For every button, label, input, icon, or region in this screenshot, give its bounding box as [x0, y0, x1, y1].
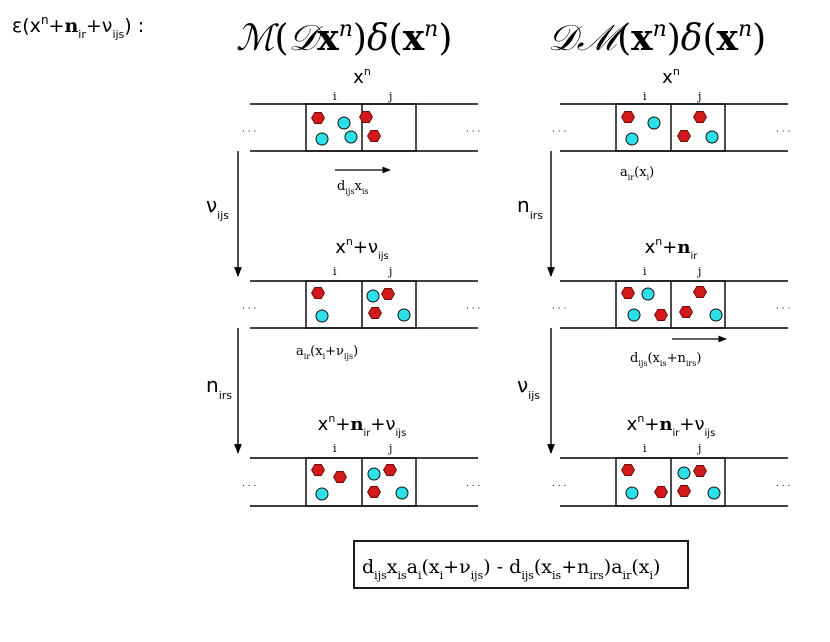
cyan-particle: [709, 308, 723, 322]
ellipsis-left: . . .: [552, 302, 566, 312]
cell-label-j: j: [387, 90, 392, 103]
right-column-title: 𝒟ℳ(xn)δ(xn): [548, 17, 766, 59]
cell-label-j: j: [696, 442, 701, 455]
ellipsis-left: . . .: [242, 125, 256, 135]
red-particle: [311, 112, 325, 124]
right-step-label-1: nirs: [517, 193, 543, 222]
cyan-particle: [625, 486, 639, 500]
ellipsis-left: . . .: [242, 479, 256, 489]
cell-label-i: i: [643, 265, 647, 278]
cyan-particle: [366, 289, 380, 303]
red-particle: [333, 470, 347, 484]
cell-label-i: i: [333, 442, 337, 455]
ellipsis-right: . . .: [466, 302, 480, 312]
red-particle: [677, 484, 691, 498]
red-particle: [621, 111, 635, 123]
panels: . . . . . . i j xn . . . . . . i j xn+νijs . . . . …: [206, 65, 790, 507]
cyan-particle: [707, 486, 721, 500]
ellipsis-left: . . .: [552, 479, 566, 489]
right-state2-label: xn+nir: [645, 235, 699, 262]
cyan-particle: [337, 116, 351, 130]
red-particle: [693, 464, 707, 478]
right-state1-label: xn: [662, 65, 680, 88]
red-particle: [654, 308, 668, 322]
cyan-particle: [625, 132, 639, 146]
red-particle: [693, 285, 707, 299]
red-particle: [654, 485, 668, 499]
right-rate-2: dijs(xis+nirs): [630, 351, 701, 368]
left-state1-label: xn: [353, 65, 371, 88]
ellipsis-right: . . .: [466, 479, 480, 489]
red-particle: [383, 463, 397, 477]
cyan-particle: [397, 308, 411, 322]
right-step-label-2: νijs: [517, 373, 540, 402]
red-particle: [621, 286, 635, 300]
red-particle: [311, 463, 325, 477]
cyan-particle: [647, 116, 661, 130]
cell-label-i: i: [643, 90, 647, 103]
left-column-title: ℳ(𝒟xn)δ(xn): [236, 17, 452, 59]
ellipsis-left: . . .: [552, 125, 566, 135]
cyan-particle: [627, 308, 641, 322]
left-state2-label: xn+νijs: [335, 235, 389, 262]
right-state3-label: xn+nir+νijs: [627, 412, 716, 439]
left-step-label-1: νijs: [206, 193, 229, 222]
cyan-particle: [395, 486, 409, 500]
left-state1-cells: [305, 103, 417, 152]
red-particle: [677, 129, 691, 143]
ellipsis-right: . . .: [776, 302, 790, 312]
left-state3-label: xn+nir+νijs: [318, 412, 407, 439]
cell-label-i: i: [333, 90, 337, 103]
ellipsis-right: . . .: [776, 479, 790, 489]
red-particle: [679, 305, 693, 319]
result-box: [353, 540, 689, 589]
cyan-particle: [641, 287, 655, 301]
red-particle: [368, 306, 382, 320]
red-particle: [381, 287, 395, 301]
cell-label-i: i: [643, 442, 647, 455]
cyan-particle: [315, 309, 329, 323]
cyan-particle: [677, 466, 691, 480]
left-rate-1: dijsxis: [337, 179, 369, 196]
cyan-particle: [315, 487, 329, 501]
red-particle: [367, 485, 381, 499]
left-state3-cells: [305, 457, 417, 507]
cell-label-i: i: [333, 265, 337, 278]
left-state2-cells: [305, 280, 417, 329]
red-particle: [359, 111, 373, 123]
cyan-particle: [705, 130, 719, 144]
red-particle: [367, 129, 381, 143]
ellipsis-right: . . .: [466, 125, 480, 135]
cell-label-j: j: [387, 265, 392, 278]
result-expression: dijsxisai(xi+νijs) - dijs(xis+nirs)air(x…: [362, 556, 660, 582]
cyan-particle: [315, 132, 329, 146]
red-particle: [693, 111, 707, 123]
ellipsis-right: . . .: [776, 125, 790, 135]
left-step-label-2: nirs: [206, 373, 232, 402]
cell-label-j: j: [696, 265, 701, 278]
epsilon-label: ε(xn+nir+νijs) :: [12, 13, 144, 41]
cell-label-j: j: [387, 442, 392, 455]
cyan-particle: [344, 130, 358, 144]
red-particle: [311, 286, 325, 300]
red-particle: [621, 463, 635, 477]
right-rate-1: air(xi): [620, 165, 654, 182]
ellipsis-left: . . .: [242, 302, 256, 312]
cyan-particle: [367, 467, 381, 481]
cell-label-j: j: [696, 90, 701, 103]
left-rate-2: air(xi+νijs): [296, 344, 358, 361]
